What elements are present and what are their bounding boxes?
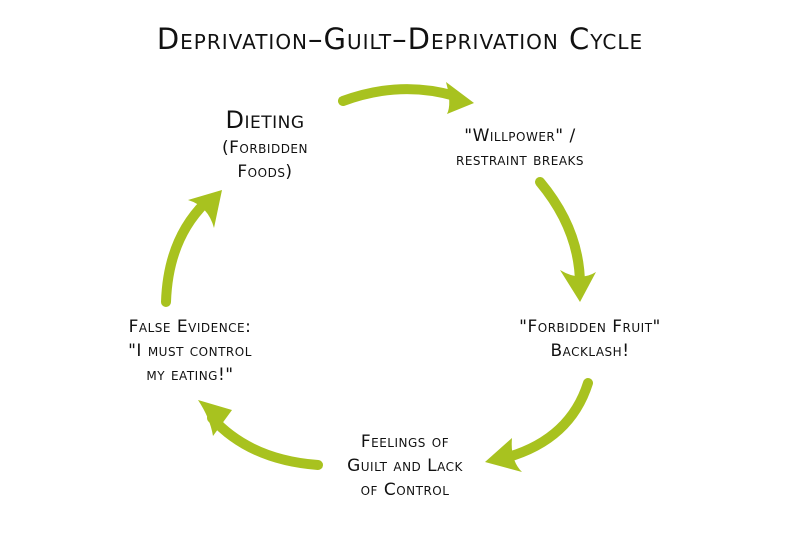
node-willpower-line: restraint breaks <box>455 150 585 170</box>
arrow-icon <box>161 190 222 307</box>
node-false-evidence: False Evidence: "I must control my eatin… <box>90 315 290 387</box>
node-forbidden-fruit-line: "Forbidden Fruit" <box>519 317 661 337</box>
node-feelings-line: Feelings of <box>360 432 450 452</box>
node-forbidden-fruit: "Forbidden Fruit" Backlash! <box>480 315 700 363</box>
node-dieting: Dieting (Forbidden Foods) <box>195 104 335 184</box>
node-forbidden-fruit-line: Backlash! <box>550 341 630 361</box>
node-dieting-heading: Dieting <box>225 106 305 134</box>
node-feelings-line: Guilt and Lack <box>347 456 463 476</box>
node-false-evidence-line: my eating!" <box>146 365 234 385</box>
node-willpower: "Willpower" / restraint breaks <box>420 124 620 172</box>
node-feelings-line: of Control <box>360 480 450 500</box>
arrow-icon <box>338 82 474 114</box>
arrow-icon <box>535 177 596 302</box>
node-dieting-line: Foods) <box>237 162 293 182</box>
node-dieting-line: (Forbidden <box>221 138 308 158</box>
diagram-title: Deprivation–Guilt–Deprivation Cycle <box>156 22 644 56</box>
arrow-icon <box>485 378 593 472</box>
arrow-icon <box>198 400 323 470</box>
node-false-evidence-line: "I must control <box>128 341 252 361</box>
node-feelings: Feelings of Guilt and Lack of Control <box>310 430 500 502</box>
node-willpower-line: "Willpower" / <box>464 126 576 146</box>
node-false-evidence-line: False Evidence: <box>128 317 252 337</box>
